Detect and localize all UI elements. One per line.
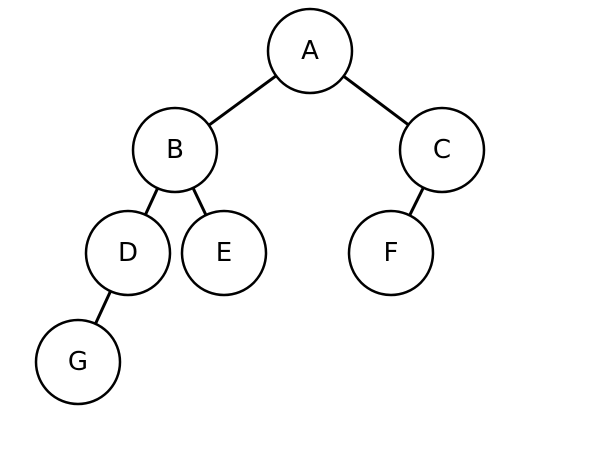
tree-node-e: E (180, 209, 268, 297)
tree-node-f: F (347, 209, 435, 297)
node-circle (34, 318, 122, 406)
node-label: C (433, 135, 451, 165)
node-circle (131, 106, 219, 194)
node-label: E (216, 238, 232, 268)
edge-a-c (342, 74, 410, 127)
tree-node-a: A (266, 7, 354, 95)
edge-a-b (208, 74, 277, 127)
node-circle (84, 209, 172, 297)
node-label: G (68, 347, 88, 377)
node-label: A (301, 36, 319, 66)
node-circle (347, 209, 435, 297)
tree-node-c: C (398, 106, 486, 194)
node-label: D (118, 238, 138, 268)
tree-node-d: D (84, 209, 172, 297)
node-circle (266, 7, 354, 95)
node-label: F (384, 238, 399, 268)
tree-node-g: G (34, 318, 122, 406)
edge-b-d (144, 187, 159, 216)
node-circle (398, 106, 486, 194)
edges-layer (94, 74, 425, 325)
node-label: B (166, 135, 184, 165)
nodes-layer: A B C D E F G (34, 7, 486, 406)
node-circle (180, 209, 268, 297)
edge-d-g (94, 290, 112, 325)
tree-node-b: B (131, 106, 219, 194)
edge-c-f (408, 186, 425, 217)
edge-b-e (191, 187, 208, 216)
